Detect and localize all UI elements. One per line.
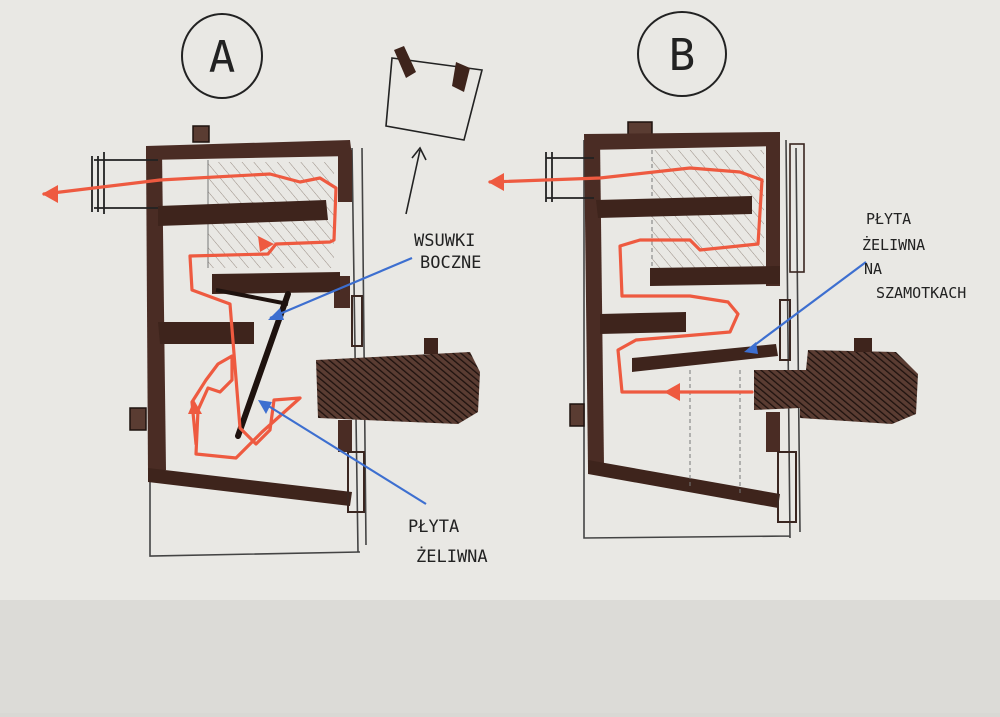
label-a: A	[209, 32, 236, 83]
cast-iron-plate-a-line-1: PŁYTA	[408, 517, 459, 537]
paper-shadow	[0, 600, 1000, 713]
plate-b-line-4: SZAMOTKACH	[876, 284, 966, 302]
boiler-a: A	[42, 13, 480, 557]
baffle-b-3	[600, 312, 686, 334]
side-inserts-line-1: WSUWKI	[414, 231, 475, 251]
baffle-a-3	[158, 322, 254, 344]
handle-b	[569, 403, 585, 427]
boiler-b: B	[488, 11, 918, 539]
label-b: B	[669, 30, 696, 81]
wall-top-b	[584, 132, 780, 150]
handle-a	[129, 407, 147, 431]
flue-pipe-a	[91, 152, 158, 214]
side-inserts-line-2: BOCZNE	[420, 253, 481, 273]
top-stub-a	[192, 125, 210, 143]
door-lip-low-a	[347, 451, 365, 513]
cast-iron-plate-a-line-2: ŻELIWNA	[416, 546, 488, 567]
flow-arrowhead-b-low	[664, 383, 680, 401]
floor-a	[148, 468, 352, 506]
flow-path-a	[42, 172, 338, 460]
side-insert-a-hook	[215, 288, 289, 306]
wall-right-low-a	[338, 420, 352, 452]
cast-iron-plate-b	[632, 344, 778, 372]
floor-b	[588, 460, 780, 508]
flow-arrowhead-a-low	[188, 400, 202, 414]
wall-left-a	[146, 146, 166, 472]
side-panel-b	[789, 143, 805, 273]
baffle-b-1	[596, 196, 752, 218]
pointer-plate-b	[747, 261, 867, 351]
baffle-a-1	[158, 200, 328, 226]
wall-right-low-b	[766, 412, 780, 452]
flow-arrowhead-a-mid	[258, 236, 274, 252]
wall-right-upper-b	[766, 146, 780, 286]
wall-right-upper-a	[338, 150, 352, 202]
plate-b-line-3: NA	[864, 260, 882, 278]
burner-b-cap	[854, 338, 872, 352]
label-b-circle	[637, 11, 727, 97]
door-lip-low-b	[777, 451, 797, 523]
callout-cast-iron-plate-a: PŁYTA ŻELIWNA	[258, 400, 488, 567]
flow-path-b	[488, 166, 764, 394]
burner-b	[754, 350, 918, 424]
casing-b	[583, 139, 801, 539]
callout-side-inserts: WSUWKI BOCZNE	[268, 231, 481, 320]
flow-arrowhead-b	[488, 173, 504, 191]
burner-a-cap	[424, 338, 438, 354]
pointer-side-inserts	[269, 256, 413, 320]
label-a-circle	[181, 13, 263, 99]
callout-plate-b: PŁYTA ŻELIWNA NA SZAMOTKACH	[744, 210, 966, 354]
wall-top-a	[146, 140, 352, 160]
plate-b-line-2: ŻELIWNA	[862, 235, 925, 254]
baffle-b-2	[650, 266, 780, 286]
door-lip-a	[351, 295, 363, 347]
flue-pipe-b	[545, 152, 594, 202]
flow-arrowhead-a	[42, 185, 58, 203]
door-lip-b	[779, 299, 791, 361]
baffle-a-2	[212, 272, 340, 294]
insert-detail	[385, 46, 483, 215]
pointer-cast-iron-plate-a	[261, 401, 427, 505]
burner-a	[316, 352, 480, 424]
plate-b-line-1: PŁYTA	[866, 210, 911, 228]
